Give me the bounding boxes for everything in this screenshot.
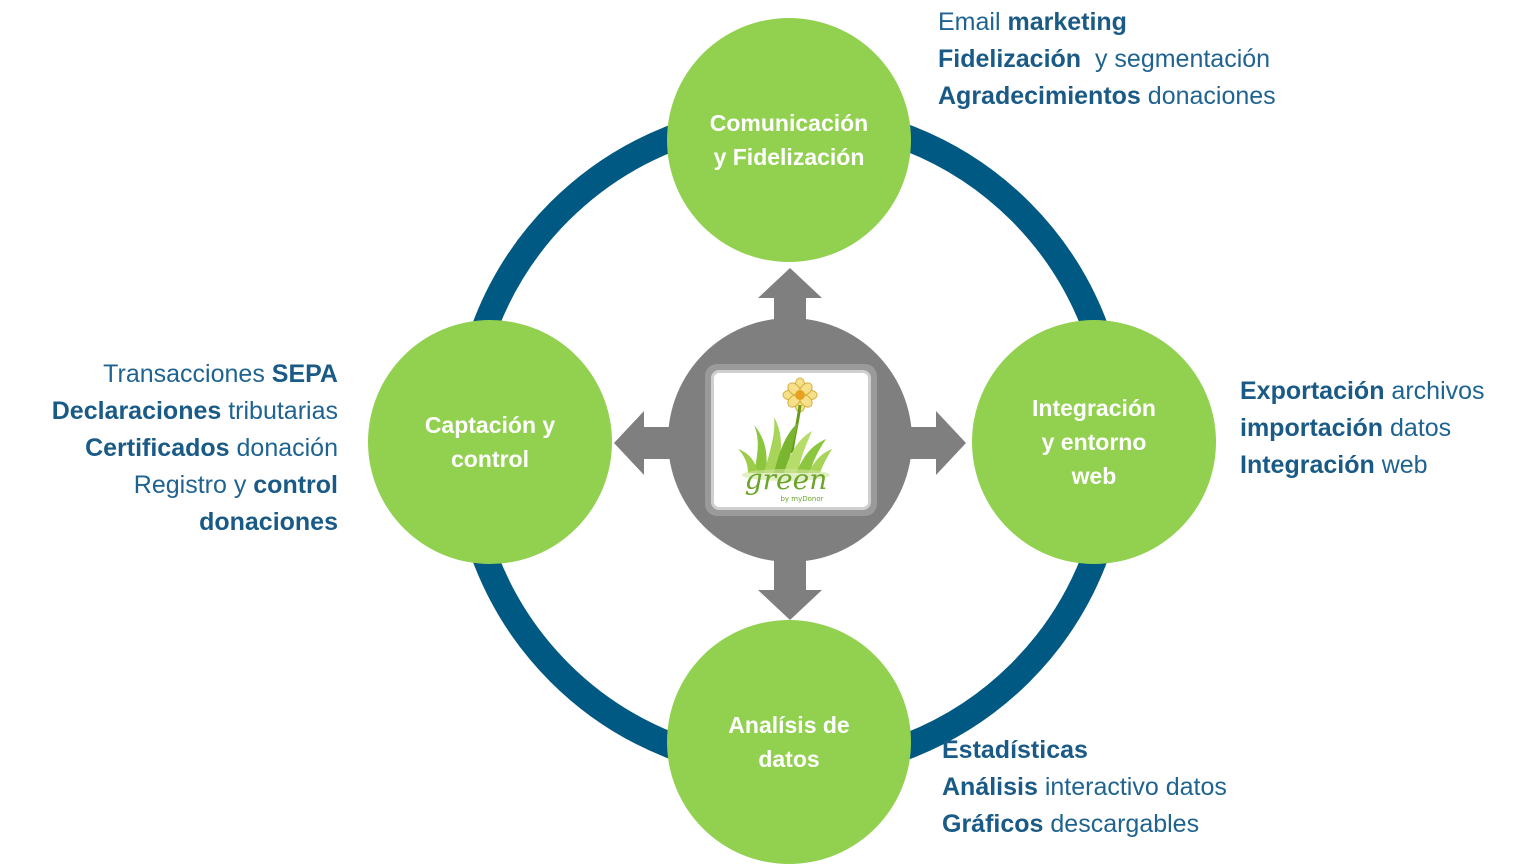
node-label-line: control xyxy=(451,446,529,472)
description-line: Registro y control xyxy=(52,467,338,504)
node-label-line: datos xyxy=(758,746,820,772)
description-line: Fidelización y segmentación xyxy=(938,41,1276,78)
description-text: Email xyxy=(938,8,1008,36)
arrow-right-icon xyxy=(904,411,966,475)
node-label: Analísis de datos xyxy=(728,708,849,776)
description-text: interactivo datos xyxy=(1037,773,1227,801)
node-label: Comunicación y Fidelización xyxy=(710,106,868,174)
description-keyword: Análisis xyxy=(942,773,1038,801)
description-line: Agradecimientos donaciones xyxy=(938,78,1276,115)
node-analisis-datos: Analísis de datos xyxy=(667,620,911,864)
green-by-mydonor-logo-icon: green by myDonor xyxy=(711,370,871,510)
node-label-line: Analísis de xyxy=(728,712,850,738)
node-label-line: y Fidelización xyxy=(713,144,865,170)
node-label-line: Integración xyxy=(1032,395,1156,421)
description-line: importación datos xyxy=(1240,410,1485,447)
node-integracion-entorno-web: Integración y entorno web xyxy=(972,320,1216,564)
arrow-left-icon xyxy=(614,411,676,475)
description-text: Transacciones xyxy=(103,360,272,388)
description-text: descargables xyxy=(1043,810,1200,838)
description-keyword: Integración xyxy=(1240,451,1375,479)
node-label-line: Captación y xyxy=(424,412,556,438)
description-text: y segmentación xyxy=(1088,45,1271,73)
node-label-line: y entorno xyxy=(1041,429,1147,455)
node-label: Integración y entorno web xyxy=(1032,391,1156,493)
description-keyword: Declaraciones xyxy=(51,397,222,425)
description-text: datos xyxy=(1383,414,1452,442)
description-line: Análisis interactivo datos xyxy=(942,769,1227,806)
description-keyword: donaciones xyxy=(199,508,338,536)
description-keyword: marketing xyxy=(1007,8,1127,36)
description-text: web xyxy=(1374,451,1428,479)
description-line: Integración web xyxy=(1240,447,1485,484)
description-line: Estadísticas xyxy=(942,732,1227,769)
description-keyword: importación xyxy=(1240,414,1384,442)
node-comunicacion-fidelizacion: Comunicación y Fidelización xyxy=(667,18,911,262)
description-text: archivos xyxy=(1384,377,1485,405)
logo-byline: by myDonor xyxy=(780,495,823,503)
description-keyword: Estadísticas xyxy=(942,736,1088,764)
arrow-down-icon xyxy=(758,560,822,620)
description-text: donaciones xyxy=(1140,82,1276,110)
arrow-up-icon xyxy=(758,268,822,330)
node-label-line: web xyxy=(1071,463,1117,489)
node-label-line: Comunicación xyxy=(709,110,869,136)
description-text: Registro y xyxy=(133,471,254,499)
description-keyword: control xyxy=(253,471,338,499)
description-keyword: Fidelización xyxy=(938,45,1089,73)
description-line: Gráficos descargables xyxy=(942,806,1227,843)
description-keyword: Agradecimientos xyxy=(938,82,1141,110)
description-line: Transacciones SEPA xyxy=(52,356,338,393)
description-text: tributarias xyxy=(221,397,338,425)
node-captacion-control: Captación y control xyxy=(368,320,612,564)
hub-logo-frame: green by myDonor xyxy=(705,364,877,516)
description-line: Declaraciones tributarias xyxy=(52,393,338,430)
node-label: Captación y control xyxy=(425,408,555,476)
description-line: donaciones xyxy=(52,504,338,541)
description-keyword: Exportación xyxy=(1240,377,1385,405)
description-keyword: Gráficos xyxy=(942,810,1044,838)
description-line: Exportación archivos xyxy=(1240,373,1485,410)
description-text: donación xyxy=(229,434,339,462)
logo-wordmark: green xyxy=(745,463,827,496)
description-line: Certificados donación xyxy=(52,430,338,467)
description-line: Email marketing xyxy=(938,4,1276,41)
description-keyword: SEPA xyxy=(271,360,338,388)
description-keyword: Certificados xyxy=(85,434,230,462)
